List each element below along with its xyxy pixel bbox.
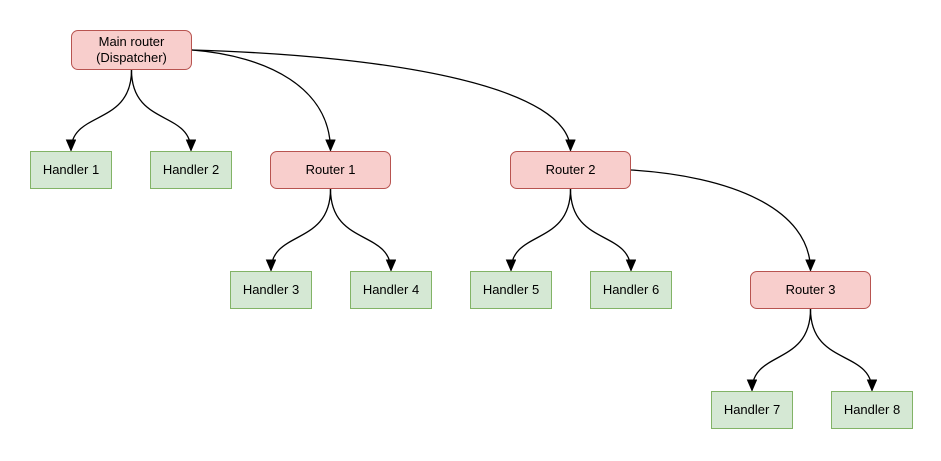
node-h2: Handler 2 — [150, 151, 232, 189]
node-h6: Handler 6 — [590, 271, 672, 309]
edge-main-to-h1 — [71, 69, 133, 151]
edge-main-to-r2 — [191, 49, 571, 151]
edge-r1-to-h3 — [271, 188, 332, 271]
edge-r2-to-r3 — [630, 169, 811, 271]
node-r2: Router 2 — [510, 151, 631, 189]
edge-r2-to-h6 — [569, 188, 632, 271]
node-r1: Router 1 — [270, 151, 391, 189]
edge-main-to-r1 — [191, 49, 331, 151]
node-h4: Handler 4 — [350, 271, 432, 309]
node-main: Main router (Dispatcher) — [71, 30, 192, 70]
node-h7: Handler 7 — [711, 391, 793, 429]
node-h3: Handler 3 — [230, 271, 312, 309]
edge-main-to-h2 — [130, 69, 192, 151]
edge-r1-to-h4 — [329, 188, 392, 271]
edge-r2-to-h5 — [511, 188, 572, 271]
node-h8: Handler 8 — [831, 391, 913, 429]
edge-r3-to-h7 — [752, 308, 812, 391]
edge-r3-to-h8 — [809, 308, 873, 391]
node-r3: Router 3 — [750, 271, 871, 309]
node-h5: Handler 5 — [470, 271, 552, 309]
node-h1: Handler 1 — [30, 151, 112, 189]
